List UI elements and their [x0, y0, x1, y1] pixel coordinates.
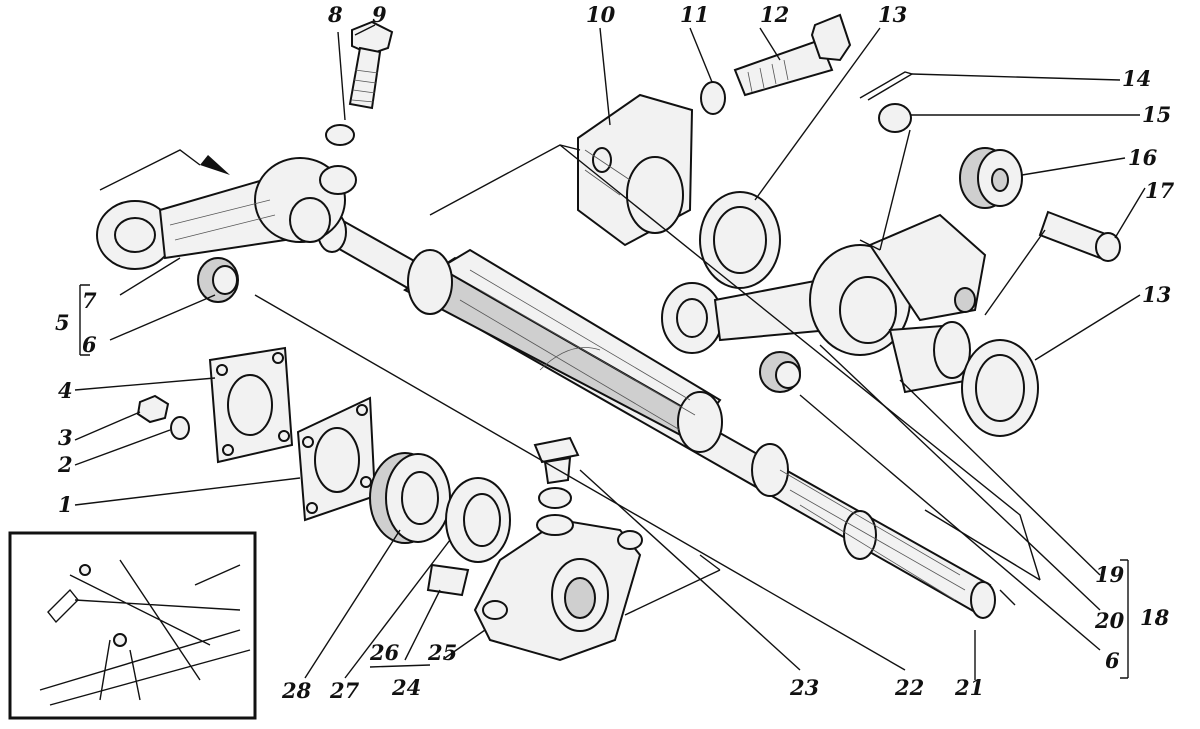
- washer-11: [700, 81, 726, 115]
- label-19: 19: [1095, 562, 1125, 587]
- pin-17: [1038, 210, 1121, 262]
- gasket-1: [296, 396, 377, 522]
- washer-8: [325, 124, 355, 146]
- roller-16: [959, 147, 1023, 209]
- label-1: 1: [58, 492, 73, 517]
- bolt-9: [348, 20, 394, 110]
- label-13-lower: 13: [1142, 282, 1171, 307]
- label-25: 25: [427, 640, 457, 665]
- cotter-pin-14: [859, 71, 914, 101]
- location-inset: [8, 531, 257, 720]
- right-bushing: [759, 351, 801, 393]
- label-16: 16: [1128, 145, 1158, 170]
- washer-22: [538, 487, 572, 509]
- ring-27: [445, 477, 511, 563]
- label-21: 21: [954, 675, 984, 700]
- main-shaft: [317, 211, 996, 619]
- washer-15: [878, 103, 912, 133]
- label-14: 14: [1122, 66, 1151, 91]
- part-labels: 8 9 10 11 12 13 14 15 16 17 13 7 5 6 4 3…: [55, 2, 1175, 703]
- left-bushing: [197, 257, 239, 303]
- label-23: 23: [789, 675, 819, 700]
- nut-3: [136, 394, 170, 424]
- direction-arrow: [99, 149, 230, 191]
- plug-23: [533, 436, 580, 485]
- label-5: 5: [55, 310, 70, 335]
- housing-25: [473, 514, 643, 662]
- label-17: 17: [1145, 178, 1175, 203]
- bushing-19: [888, 321, 972, 394]
- label-28: 28: [281, 678, 312, 703]
- label-7: 7: [82, 288, 97, 313]
- label-10: 10: [586, 2, 616, 27]
- label-9: 9: [372, 2, 387, 27]
- label-4: 4: [58, 378, 73, 403]
- label-11: 11: [680, 2, 709, 27]
- label-2: 2: [57, 452, 73, 477]
- bolt-12: [733, 13, 852, 97]
- label-18: 18: [1140, 605, 1170, 630]
- label-22: 22: [894, 675, 924, 700]
- label-13-upper: 13: [878, 2, 907, 27]
- gasket-4: [208, 346, 294, 464]
- ball-bearing-28: [369, 452, 451, 544]
- seal-ring-13-upper: [699, 191, 781, 289]
- bracket-10: [577, 93, 694, 247]
- label-27: 27: [329, 678, 360, 703]
- label-12: 12: [760, 2, 789, 27]
- label-6-right: 6: [1105, 648, 1120, 673]
- label-6-left: 6: [82, 332, 97, 357]
- right-lever: [661, 213, 987, 356]
- label-15: 15: [1142, 102, 1171, 127]
- left-lever: [96, 157, 357, 270]
- washer-2: [170, 416, 190, 440]
- label-8: 8: [327, 2, 343, 27]
- label-20: 20: [1094, 608, 1125, 633]
- label-24: 24: [391, 675, 421, 700]
- label-26: 26: [369, 640, 400, 665]
- plug-26: [426, 563, 470, 597]
- seal-ring-13-lower: [961, 339, 1039, 437]
- label-3: 3: [58, 425, 73, 450]
- leader-lines: [74, 24, 1146, 680]
